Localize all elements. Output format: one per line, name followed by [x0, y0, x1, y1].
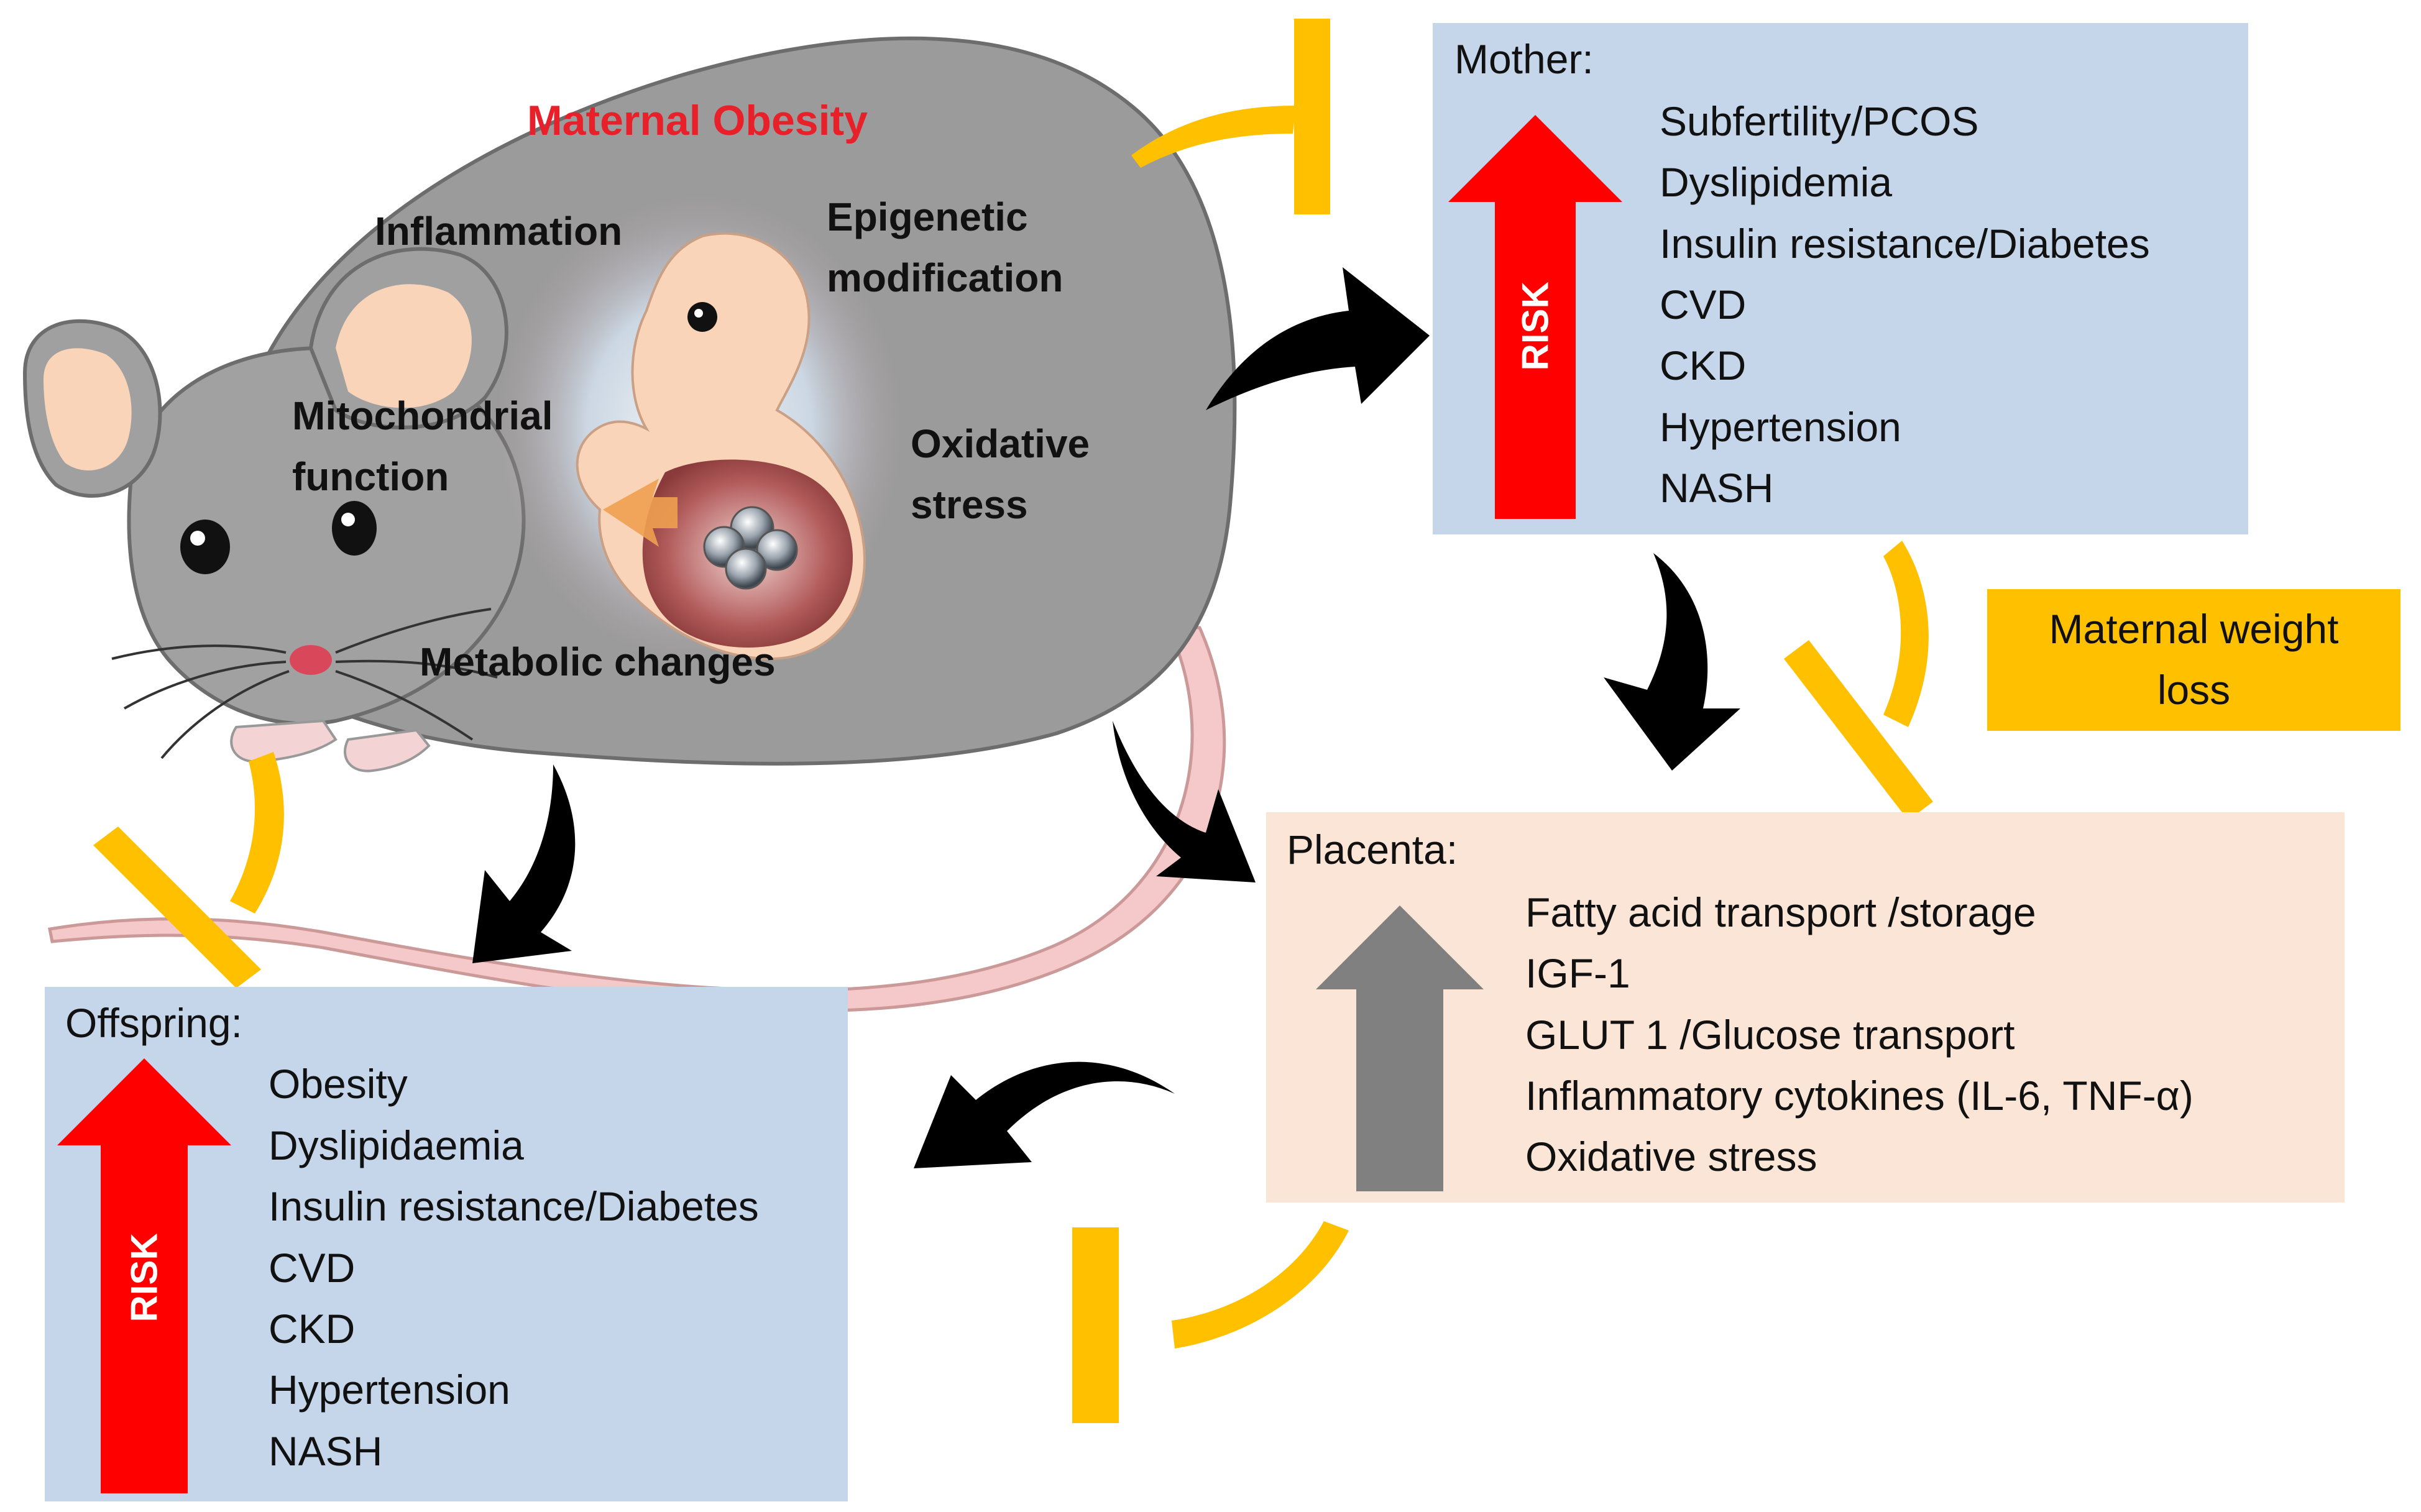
offspring-item: Obesity — [269, 1061, 408, 1107]
placenta-title: Placenta: — [1287, 827, 1458, 873]
placenta-item: Inflammatory cytokines (IL-6, TNF-α) — [1525, 1073, 2194, 1119]
up-arrow-icon — [1316, 905, 1484, 1191]
label-modification: modification — [827, 255, 1063, 300]
label-function: function — [292, 454, 449, 499]
offspring-box: Offspring: RISK Obesity Dyslipidaemia In… — [45, 987, 848, 1501]
mother-risk-label: RISK — [1514, 282, 1556, 371]
embryo-eye — [687, 302, 717, 332]
mouse-eye-right — [332, 501, 377, 556]
mother-item: NASH — [1660, 465, 1774, 511]
mother-item: Hypertension — [1660, 404, 1901, 450]
mother-item: Insulin resistance/Diabetes — [1660, 221, 2150, 267]
label-metabolic-changes: Metabolic changes — [420, 639, 776, 684]
offspring-title: Offspring: — [65, 1000, 242, 1046]
placenta-box: Placenta: Fatty acid transport /storage … — [1266, 812, 2345, 1203]
label-mitochondrial: Mitochondrial — [292, 393, 553, 438]
intervention-line1: Maternal weight — [2049, 606, 2339, 652]
up-arrow-icon — [1448, 115, 1622, 519]
placenta-item: Oxidative stress — [1525, 1134, 1817, 1180]
placenta-item: IGF-1 — [1525, 950, 1630, 996]
mouse-eye-left — [180, 520, 230, 574]
mouse-head — [127, 346, 526, 726]
mouse-tail — [48, 626, 1226, 1013]
mouse-front-paw — [230, 719, 338, 763]
curved-arrow-icon — [472, 267, 1740, 1168]
placenta-item: GLUT 1 /Glucose transport — [1525, 1012, 2015, 1058]
label-epigenetic: Epigenetic — [827, 195, 1028, 239]
inhibitor-tbar-icon — [93, 19, 1933, 1423]
mother-item: Dyslipidemia — [1660, 159, 1893, 205]
offspring-item: CVD — [269, 1245, 356, 1291]
offspring-item: Insulin resistance/Diabetes — [269, 1183, 759, 1229]
label-inflammation: Inflammation — [375, 209, 623, 254]
mouse-nose — [290, 645, 332, 675]
up-arrow-icon — [57, 1058, 231, 1493]
mouse-ear-left-inner — [44, 348, 132, 471]
mother-item: Subfertility/PCOS — [1660, 98, 1979, 144]
mother-item: CVD — [1660, 282, 1747, 328]
mother-item: CKD — [1660, 342, 1747, 388]
offspring-item: Hypertension — [269, 1367, 510, 1413]
mouse-ear-right-inner — [336, 284, 472, 408]
mother-box: Mother: RISK Subfertility/PCOS Dyslipide… — [1433, 23, 2248, 534]
maternal-obesity-title: Maternal Obesity — [527, 97, 868, 144]
label-stress: stress — [911, 482, 1028, 527]
orange-pointer-icon — [603, 479, 678, 547]
offspring-item: Dyslipidaemia — [269, 1122, 524, 1168]
offspring-item: CKD — [269, 1306, 356, 1352]
offspring-item: NASH — [269, 1428, 383, 1474]
placenta-item: Fatty acid transport /storage — [1525, 889, 2036, 935]
intervention-line2: loss — [2157, 667, 2231, 713]
mother-title: Mother: — [1454, 36, 1594, 82]
mouse-whiskers — [111, 608, 498, 759]
intervention-box: Maternal weight loss — [1987, 589, 2400, 731]
offspring-risk-label: RISK — [123, 1233, 165, 1322]
label-oxidative: Oxidative — [911, 421, 1090, 466]
